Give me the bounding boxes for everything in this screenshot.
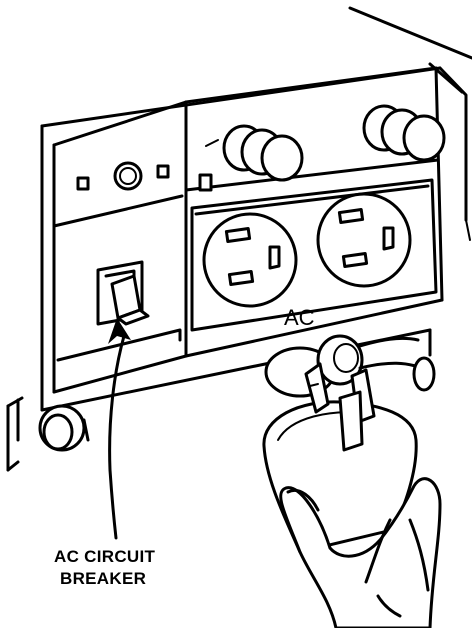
left-control-cluster <box>78 163 168 189</box>
ac-outlet-right <box>318 194 410 286</box>
indicator-lamp-left <box>78 178 88 189</box>
ac-label: AC <box>284 305 315 330</box>
slot-right-bottom <box>343 254 366 267</box>
slot-right-top <box>339 210 362 223</box>
circuit-breaker <box>98 262 148 324</box>
control-knob <box>115 163 141 189</box>
slot-left-bottom <box>229 272 252 285</box>
callout-label-line2: BREAKER <box>60 569 146 588</box>
callout-label-line1: AC CIRCUIT <box>54 547 156 566</box>
ac-outlet-left <box>204 214 296 306</box>
callout-leader <box>108 318 131 538</box>
ground-left <box>270 247 279 268</box>
upper-knob-right <box>364 106 444 160</box>
slot-left-top <box>226 229 249 242</box>
indicator-lamp-right <box>158 166 168 177</box>
ground-right <box>384 228 393 249</box>
small-switch <box>200 175 211 190</box>
upper-knob-left <box>206 126 302 180</box>
prong-right <box>340 392 362 450</box>
cord <box>360 338 418 346</box>
